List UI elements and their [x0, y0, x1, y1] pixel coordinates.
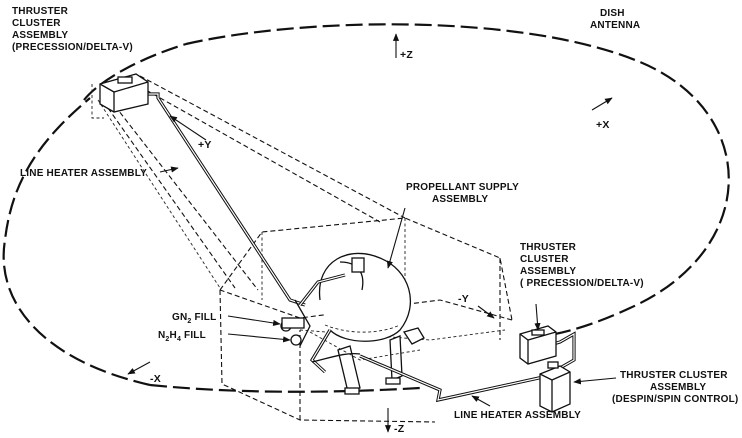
label-line-heater-left: LINE HEATER ASSEMBLY — [20, 168, 147, 179]
label-n2h4-fill: N2H4 FILL — [158, 330, 206, 343]
axis-label-minus-x: -X — [150, 373, 161, 385]
support-struts-left — [97, 75, 406, 291]
label-gn2-fill: GN2 FILL — [172, 312, 216, 325]
label-line: CLUSTER — [12, 18, 61, 29]
label-line: ANTENNA — [590, 20, 640, 31]
label-line: CLUSTER — [520, 254, 569, 265]
thruster-cluster-right — [519, 325, 557, 365]
label-line-heater-bottom: LINE HEATER ASSEMBLY — [454, 410, 581, 421]
label-line: THRUSTER — [520, 242, 577, 253]
minus-x-arrow — [127, 361, 151, 375]
dish-antenna-lower-rim — [149, 383, 421, 393]
minus-y-arrow — [477, 305, 495, 319]
label-line: PROPELLANT SUPPLY — [406, 182, 519, 193]
plus-y-arrow — [169, 115, 207, 141]
leader-lines — [159, 166, 617, 407]
label-thruster-top-left: THRUSTER CLUSTER ASSEMBLY (PRECESSION/DE… — [12, 6, 133, 53]
label-line: ASSEMBLY — [520, 266, 576, 277]
label-line: ASSEMBLY — [650, 382, 706, 393]
label-line: ASSEMBLY — [12, 30, 68, 41]
propellant-tank — [318, 252, 412, 342]
tank-plumbing — [280, 273, 425, 395]
line-heater-pipe-left — [142, 92, 306, 307]
axis-label-plus-x: +X — [596, 119, 610, 131]
thruster-cluster-top-left — [91, 73, 149, 119]
label-line: THRUSTER CLUSTER — [620, 370, 728, 381]
axis-label-minus-y: -Y — [458, 293, 469, 305]
axis-label-plus-z: +Z — [400, 49, 413, 61]
label-line: THRUSTER — [12, 6, 69, 17]
dish-antenna-outline — [2, 23, 730, 387]
plus-x-arrow — [591, 97, 613, 111]
label-line: (PRECESSION/DELTA-V) — [12, 42, 133, 53]
label-propellant-supply: PROPELLANT SUPPLY ASSEMBLY — [406, 182, 519, 205]
axis-label-minus-z: -Z — [394, 423, 405, 435]
axis-arrows — [127, 33, 613, 433]
label-line: ( PRECESSION/DELTA-V) — [520, 278, 644, 289]
label-thruster-despin: THRUSTER CLUSTER ASSEMBLY (DESPIN/SPIN C… — [612, 370, 738, 405]
label-dish-antenna: DISH ANTENNA — [590, 8, 640, 31]
axis-label-plus-y: +Y — [198, 139, 212, 151]
label-thruster-right: THRUSTER CLUSTER ASSEMBLY ( PRECESSION/D… — [520, 242, 644, 289]
label-line: ASSEMBLY — [432, 194, 488, 205]
thruster-cluster-despin — [539, 361, 571, 413]
label-line: (DESPIN/SPIN CONTROL) — [612, 394, 738, 405]
label-line: DISH — [600, 8, 625, 19]
